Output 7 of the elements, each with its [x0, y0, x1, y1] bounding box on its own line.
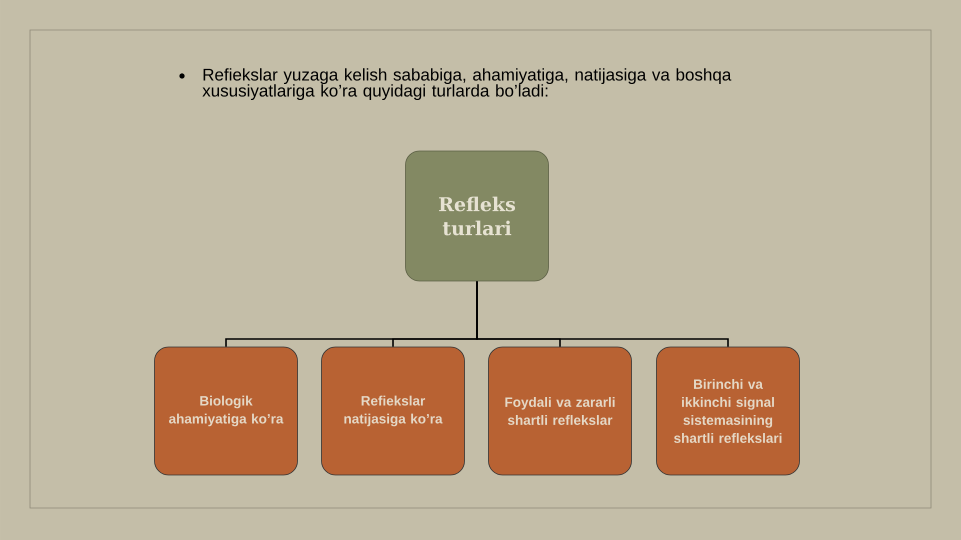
root-box: Refleks turlari: [405, 150, 549, 282]
category-box: Foydali va zararli shartli reflekslar: [488, 346, 632, 476]
category-box: Refiekslar natijasiga ko’ra: [321, 346, 465, 476]
bullet-text: Refiekslar yuzaga kelish sababiga, ahamiyatiga, natijasiga va boshqa xususiyatlariga ko’ra quyidagi turlarda bo’ladi:: [202, 68, 732, 100]
category-box: Birinchi va ikkinchi signal sistemasining shartli reflekslari: [656, 346, 800, 476]
category-box: Biologik ahamiyatiga ko’ra: [154, 346, 298, 476]
connector-line: [476, 281, 729, 347]
